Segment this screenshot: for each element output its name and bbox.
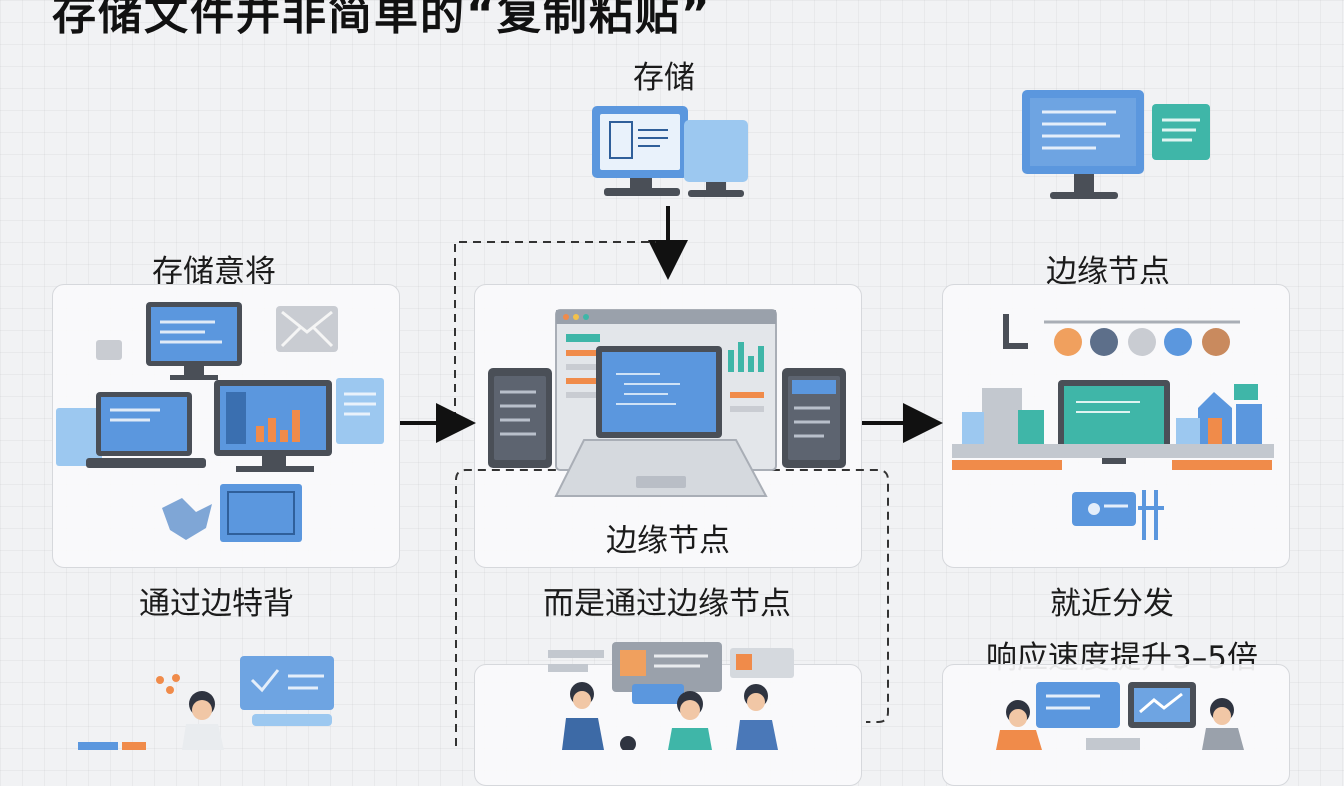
team-center-icon [548,642,794,750]
diagram-illustrations [56,90,1274,750]
dashed-connector-top [454,241,656,420]
label-right-bottom-1: 就近分发 [1050,586,1174,622]
team-right-icon [996,682,1244,750]
label-left-bottom: 通过边特背 [139,586,294,622]
label-center-panel: 边缘节点 [606,523,730,559]
team-left-icon [78,656,334,750]
edge-node-laptop-icon [488,309,846,497]
devices-cluster-icon [56,302,384,542]
edge-city-scene-icon [952,314,1274,540]
edge-monitor-icon [1022,90,1210,199]
label-center-bottom: 而是通过边缘节点 [543,586,791,622]
storage-computer-icon [592,106,748,197]
dashed-connector-loop [455,469,889,750]
page-title: 存储文件并非简单的“复制粘贴” [52,0,712,40]
label-storage: 存储 [633,60,695,96]
